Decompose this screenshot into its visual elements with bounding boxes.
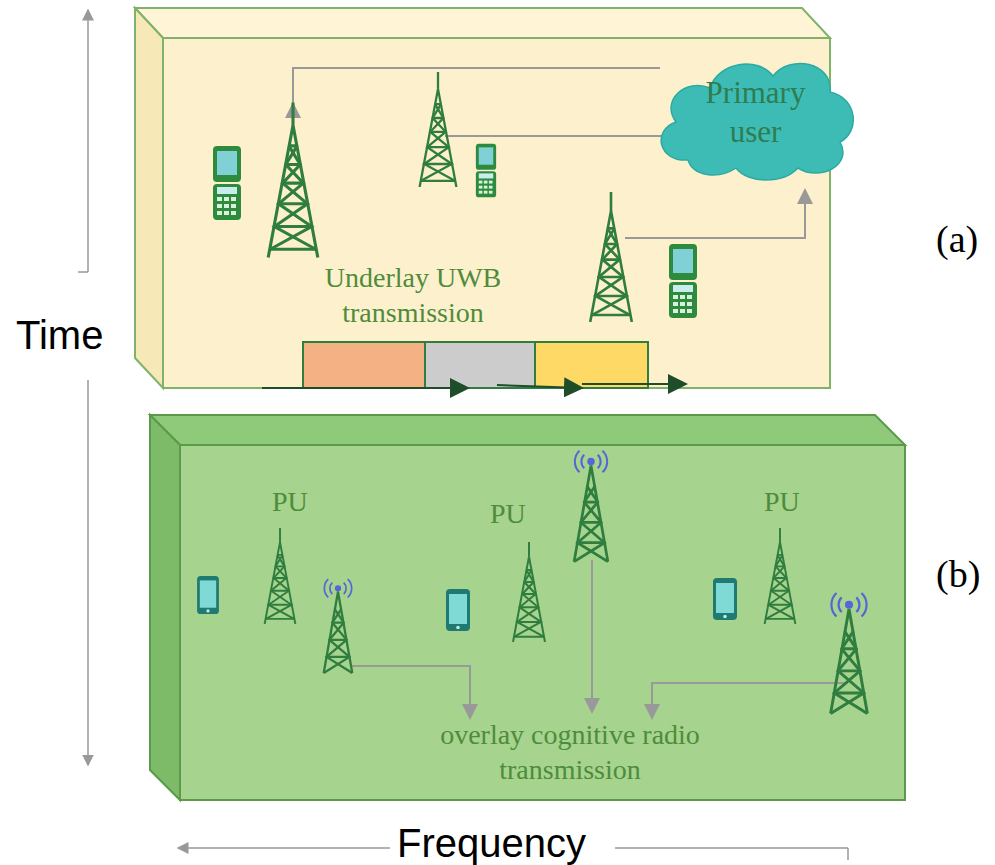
axis-title: Time — [16, 312, 103, 358]
underlay-panel: Underlay UWB transmission Primary user — [163, 38, 830, 388]
panel-letter: (a) — [936, 218, 978, 262]
pu-label: PU — [272, 486, 308, 518]
cloud-label: Primary user — [678, 74, 833, 152]
transmission-label: overlay cognitive radio transmission — [380, 717, 760, 787]
pu-label: PU — [764, 486, 800, 518]
panel-letter: (b) — [936, 553, 980, 597]
pu-label: PU — [490, 498, 526, 530]
axis-title: Frequency — [397, 820, 586, 865]
primary-user-cloud: Primary user — [648, 50, 863, 185]
transmission-label: Underlay UWB transmission — [283, 260, 543, 330]
